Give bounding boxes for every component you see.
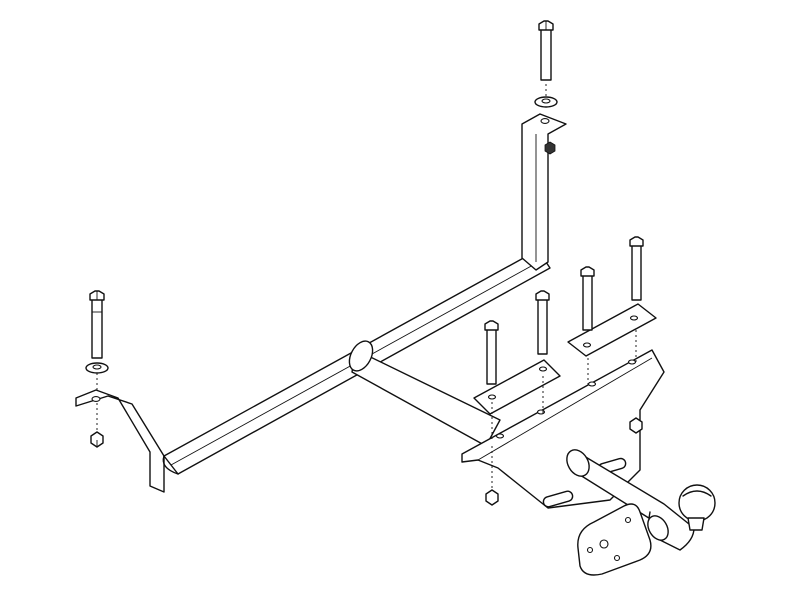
- center-tube: [348, 340, 501, 447]
- left-side-bracket: [75, 389, 165, 493]
- center-nut-right: [629, 417, 643, 434]
- right-bolt: [538, 20, 554, 81]
- socket-plate: [577, 503, 652, 576]
- center-assembly-axes: [491, 330, 637, 490]
- left-bolt: [89, 290, 105, 359]
- right-side-bracket: [521, 113, 567, 271]
- tow-ball-neck: [566, 449, 695, 551]
- center-bolt-1: [484, 320, 499, 385]
- center-bolt-3: [580, 266, 595, 331]
- right-washer: [534, 96, 558, 108]
- right-clamp-plate: [567, 303, 657, 357]
- left-nut: [90, 431, 104, 448]
- left-clamp-plate: [473, 359, 561, 415]
- center-bolt-4: [629, 236, 644, 301]
- tow-ball: [678, 484, 716, 531]
- center-bolt-2: [535, 290, 550, 355]
- left-washer: [85, 362, 109, 374]
- center-nut-lower: [485, 489, 499, 506]
